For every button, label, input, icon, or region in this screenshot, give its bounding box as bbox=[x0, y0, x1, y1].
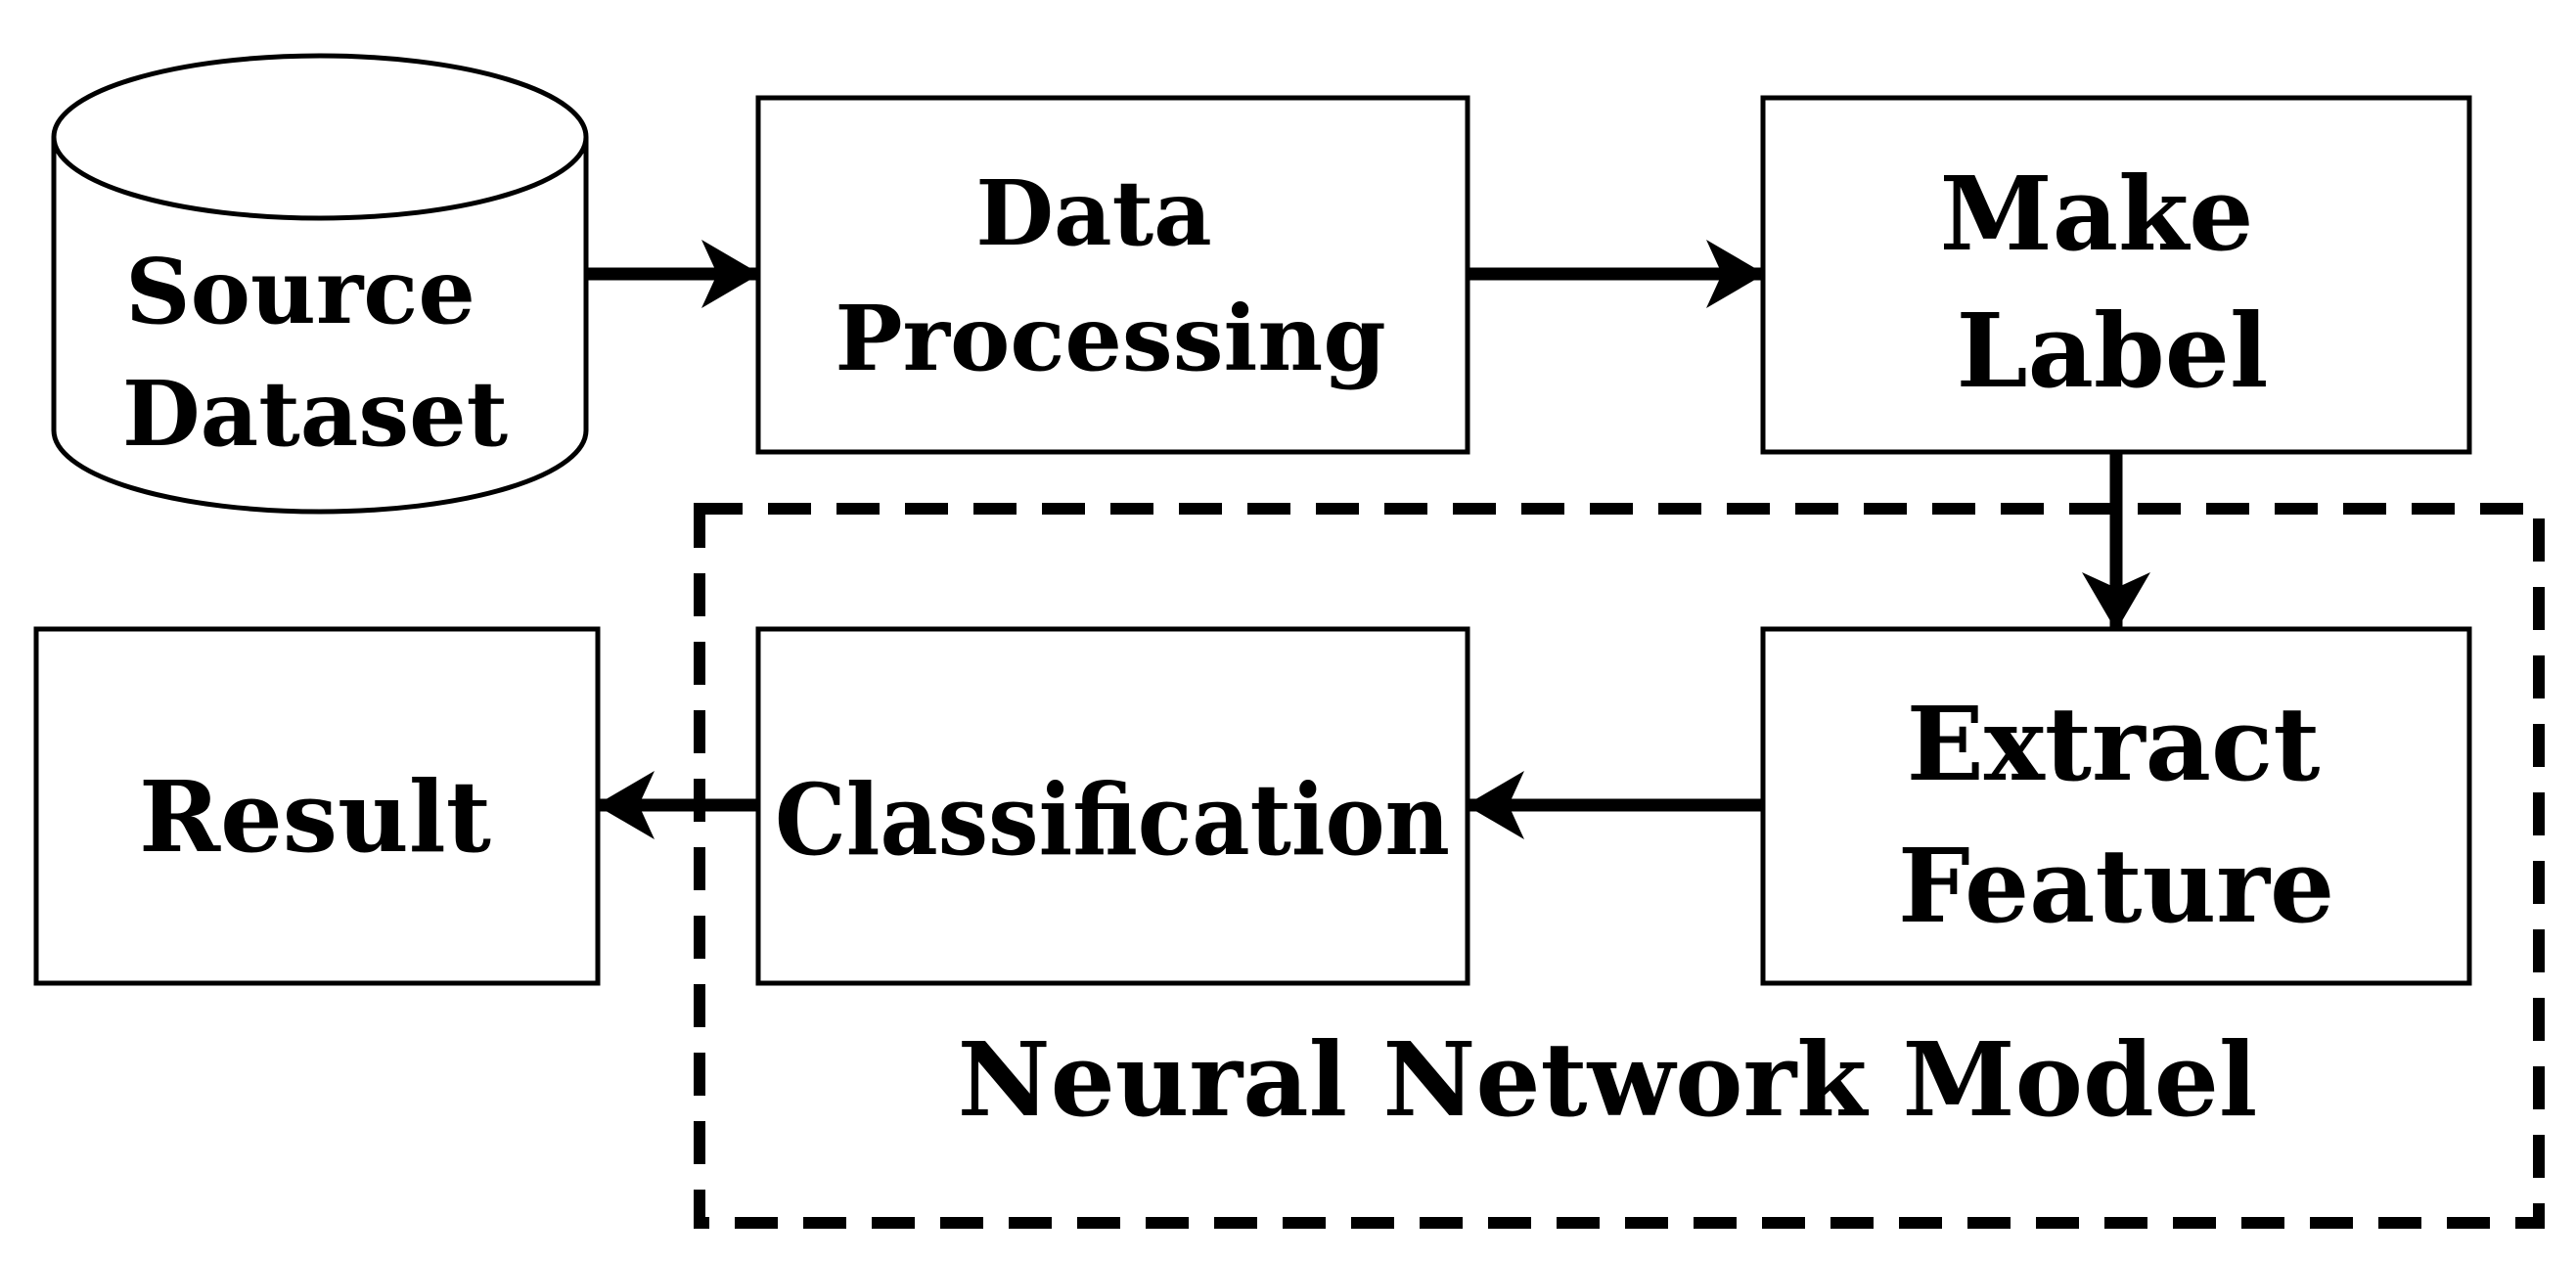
data-processing-label-line-1: Data bbox=[975, 160, 1212, 266]
source-dataset-cylinder-rim bbox=[51, 136, 589, 221]
extract-feature-box bbox=[1760, 626, 2472, 986]
result-label: Result bbox=[139, 759, 491, 875]
classification-node: Classification bbox=[755, 626, 1470, 986]
neural-network-model-group-label: Neural Network Model bbox=[958, 1019, 2258, 1140]
source-dataset-cylinder-shape bbox=[51, 53, 589, 515]
source-dataset-label-line-2: Dataset bbox=[122, 361, 509, 467]
classification-box bbox=[755, 626, 1470, 986]
make-label-box bbox=[1760, 95, 2472, 455]
classification-label: Classification bbox=[775, 762, 1450, 878]
result-box bbox=[33, 626, 601, 986]
make-label-label-line-2: Label bbox=[1957, 291, 2269, 411]
make-label-node: Make Label bbox=[1760, 95, 2472, 455]
extract-feature-label-line-1: Extract bbox=[1907, 684, 2321, 804]
result-node: Result bbox=[33, 626, 601, 986]
extract-feature-label-line-2: Feature bbox=[1898, 826, 2334, 946]
neural-network-model-group-border bbox=[694, 503, 2545, 1229]
data-processing-node: Data Processing bbox=[755, 95, 1470, 455]
source-dataset-label-line-1: Source bbox=[125, 239, 475, 344]
source-dataset-node: Source Dataset bbox=[51, 53, 589, 515]
data-processing-label-line-2: Processing bbox=[835, 286, 1385, 391]
extract-feature-node: Extract Feature bbox=[1760, 626, 2472, 986]
data-processing-box bbox=[755, 95, 1470, 455]
make-label-label-line-1: Make bbox=[1940, 154, 2254, 274]
